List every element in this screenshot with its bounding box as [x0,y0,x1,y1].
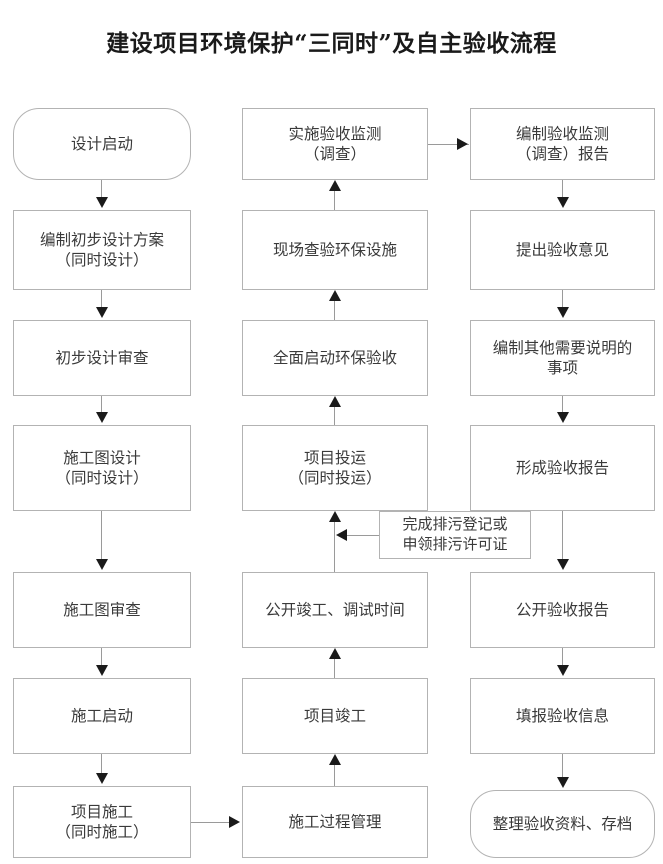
arrow-up-icon [329,648,341,659]
node-publish-acceptance-report[interactable]: 公开验收报告 [470,572,655,648]
node-implement-acceptance-monitoring[interactable]: 实施验收监测 （调查） [242,108,428,180]
connector-line [334,191,335,210]
node-label: 编制初步设计方案 （同时设计） [39,230,164,269]
arrow-down-icon [96,665,108,676]
connector-line [101,290,102,309]
node-label: 设计启动 [70,134,133,153]
node-construction-drawing-review[interactable]: 施工图审查 [13,572,191,648]
node-project-completion[interactable]: 项目竣工 [242,678,428,754]
connector-line [562,396,563,414]
arrow-down-icon [557,197,569,208]
node-issue-acceptance-opinion[interactable]: 提出验收意见 [470,210,655,290]
node-project-construction[interactable]: 项目施工 （同时施工） [13,786,191,858]
arrow-down-icon [557,777,569,788]
arrow-right-icon [457,138,468,150]
connector-line [562,648,563,667]
connector-line [347,535,379,536]
connector-line [334,659,335,678]
node-label: 项目竣工 [303,706,366,725]
node-prepare-acceptance-monitoring-report[interactable]: 编制验收监测 （调查）报告 [470,108,655,180]
connector-line [562,290,563,309]
node-label: 提出验收意见 [515,240,609,259]
connector-line [101,648,102,667]
node-label: 施工图设计 （同时设计） [55,448,149,487]
connector-line [334,765,335,786]
arrow-down-icon [557,307,569,318]
connector-line [562,180,563,199]
connector-line [101,180,102,199]
connector-line [101,396,102,414]
arrow-down-icon [96,559,108,570]
node-design-start[interactable]: 设计启动 [13,108,191,180]
node-full-start-env-acceptance[interactable]: 全面启动环保验收 [242,320,428,396]
arrow-down-icon [96,307,108,318]
arrow-up-icon [329,511,341,522]
node-label: 初步设计审查 [55,348,149,367]
arrow-right-icon [229,816,240,828]
arrow-down-icon [96,412,108,423]
connector-line [101,754,102,775]
node-archive-acceptance-materials[interactable]: 整理验收资料、存档 [470,790,655,858]
connector-line [562,511,563,561]
connector-line [334,301,335,320]
connector-line [334,407,335,425]
node-label: 现场查验环保设施 [272,240,397,259]
connector-line [334,522,335,572]
page-title: 建设项目环境保护“三同时”及自主验收流程 [106,30,557,57]
arrow-left-icon [336,529,347,541]
node-label: 项目施工 （同时施工） [55,802,149,841]
connector-line [428,144,469,145]
node-label: 形成验收报告 [515,458,609,477]
node-submit-acceptance-info[interactable]: 填报验收信息 [470,678,655,754]
arrow-up-icon [329,396,341,407]
node-label: 实施验收监测 （调查） [288,124,382,163]
node-label: 公开竣工、调试时间 [265,600,405,619]
connector-line [562,754,563,779]
node-publish-completion-debug-time[interactable]: 公开竣工、调试时间 [242,572,428,648]
node-label: 编制验收监测 （调查）报告 [515,124,609,163]
node-preliminary-design-review[interactable]: 初步设计审查 [13,320,191,396]
node-label: 项目投运 （同时投运） [288,448,382,487]
arrow-up-icon [329,180,341,191]
node-prepare-preliminary-design[interactable]: 编制初步设计方案 （同时设计） [13,210,191,290]
node-label: 编制其他需要说明的 事项 [492,338,633,377]
arrow-down-icon [557,559,569,570]
node-label: 整理验收资料、存档 [492,814,633,833]
node-project-commissioning[interactable]: 项目投运 （同时投运） [242,425,428,511]
node-label: 公开验收报告 [515,600,609,619]
callout-pollution-permit-note[interactable]: 完成排污登记或 申领排污许可证 [379,511,531,559]
node-form-acceptance-report[interactable]: 形成验收报告 [470,425,655,511]
connector-line [101,511,102,561]
node-label: 全面启动环保验收 [272,348,397,367]
arrow-down-icon [557,412,569,423]
node-construction-process-management[interactable]: 施工过程管理 [242,786,428,858]
node-construction-drawing-design[interactable]: 施工图设计 （同时设计） [13,425,191,511]
node-prepare-other-items[interactable]: 编制其他需要说明的 事项 [470,320,655,396]
node-construction-start[interactable]: 施工启动 [13,678,191,754]
connector-line [191,822,231,823]
node-label: 施工过程管理 [288,812,382,831]
arrow-up-icon [329,754,341,765]
node-label: 施工启动 [70,706,133,725]
callout-label: 完成排污登记或 申领排污许可证 [402,515,508,553]
arrow-up-icon [329,290,341,301]
node-label: 填报验收信息 [515,706,609,725]
arrow-down-icon [96,197,108,208]
arrow-down-icon [96,773,108,784]
arrow-down-icon [557,665,569,676]
node-onsite-inspection-facilities[interactable]: 现场查验环保设施 [242,210,428,290]
node-label: 施工图审查 [63,600,141,619]
